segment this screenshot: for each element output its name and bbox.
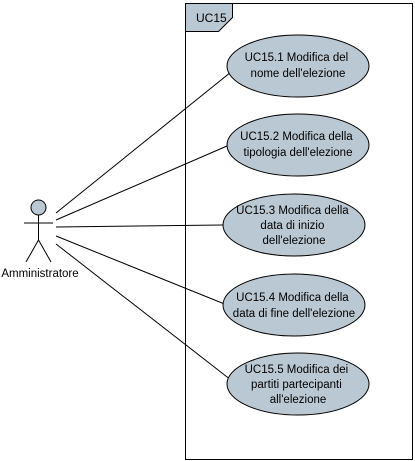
use-case-label-line: data di fine dell'elezione [233, 308, 355, 320]
use-case-label-line: nome dell'elezione [251, 68, 346, 80]
use-case-label: UC15.5 Modifica dei partiti partecipanti… [245, 364, 352, 406]
use-case-ellipse [226, 34, 370, 98]
use-case-uc15-1: UC15.1 Modifica del nome dell'elezione [226, 34, 370, 98]
use-case-label-line: UC15.1 Modifica del [245, 52, 349, 64]
use-case-ellipse [222, 273, 366, 337]
actor-head [30, 199, 47, 216]
actor-right-leg [38, 239, 52, 263]
actor-amministratore: Amministratore [1, 199, 79, 280]
use-case-uc15-3: UC15.3 Modifica della data di inizio del… [222, 193, 366, 257]
use-case-ellipse [222, 193, 366, 257]
use-case-ellipse [226, 113, 370, 177]
use-case-label-line: partiti partecipanti [251, 379, 342, 391]
association-line-uc15-1 [55, 71, 232, 214]
use-case-label-line: dell'elezione [263, 235, 326, 247]
use-case-uc15-2: UC15.2 Modifica della tipologia dell'ele… [226, 113, 370, 177]
actor-label: Amministratore [1, 268, 78, 280]
use-case-label: UC15.3 Modifica della data di inizio del… [236, 205, 352, 247]
use-case-label: UC15.4 Modifica della data di fine dell'… [233, 292, 355, 320]
association-line-uc15-5 [55, 243, 232, 381]
use-case-ellipse [226, 352, 370, 416]
association-line-uc15-2 [55, 145, 228, 221]
association-line-uc15-4 [55, 235, 228, 306]
use-case-label-line: UC15.5 Modifica dei [245, 364, 349, 376]
use-case-label-line: UC15.2 Modifica della [240, 131, 353, 143]
use-case-label-line: all'elezione [270, 394, 327, 406]
use-case-label-line: tipologia dell'elezione [244, 147, 353, 159]
actor-left-leg [25, 239, 39, 263]
association-line-uc15-3 [55, 224, 224, 228]
use-case-label: UC15.1 Modifica del nome dell'elezione [245, 52, 352, 80]
system-boundary-tab [185, 3, 233, 32]
use-case-label-line: UC15.4 Modifica della [236, 292, 349, 304]
use-case-uc15-4: UC15.4 Modifica della data di fine dell'… [222, 273, 366, 337]
use-case-label: UC15.2 Modifica della tipologia dell'ele… [240, 131, 356, 159]
use-case-label-line: UC15.3 Modifica della [236, 205, 349, 217]
use-case-label-line: data di inizio [260, 220, 324, 232]
use-case-uc15-5: UC15.5 Modifica dei partiti partecipanti… [226, 352, 370, 416]
associations [55, 71, 232, 381]
system-boundary-label: UC15 [196, 11, 227, 25]
